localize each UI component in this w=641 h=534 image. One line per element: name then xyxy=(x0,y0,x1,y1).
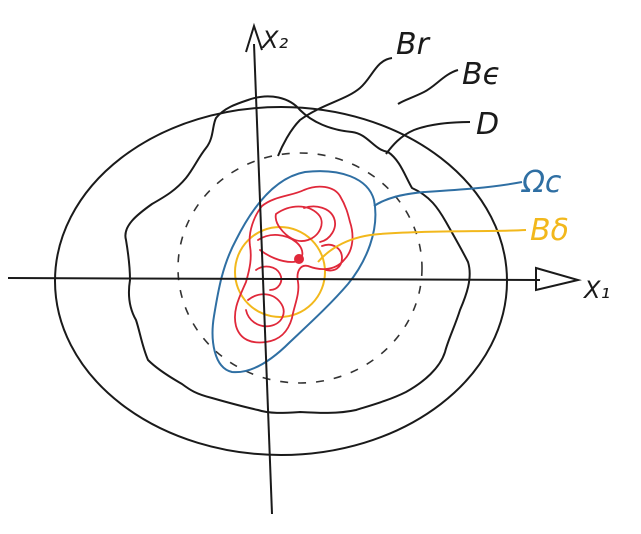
label-y-axis: X₂ xyxy=(260,26,288,54)
label-omega-c: Ωc xyxy=(520,165,562,200)
dashed-ellipse-br xyxy=(177,152,423,384)
label-br: Br xyxy=(396,27,431,62)
x-axis xyxy=(7,277,541,281)
outer-ellipse-b-epsilon xyxy=(54,106,508,456)
leader-d xyxy=(385,121,471,155)
leader-b-epsilon xyxy=(397,69,459,105)
point-dot xyxy=(294,254,304,264)
leader-b-delta xyxy=(317,229,527,263)
scribble-red-set xyxy=(234,185,354,344)
label-d: D xyxy=(476,107,499,142)
y-axis xyxy=(253,43,273,515)
x-axis-arrowhead xyxy=(535,266,582,292)
leader-omega-c xyxy=(373,181,523,207)
region-d xyxy=(124,95,471,414)
leader-br xyxy=(277,57,393,157)
label-b-delta: Bδ xyxy=(530,213,569,248)
y-axis-arrowhead xyxy=(245,22,263,53)
label-b-epsilon: Bϵ xyxy=(462,57,501,92)
label-x-axis: X₁ xyxy=(582,276,610,304)
region-omega-c xyxy=(211,170,377,374)
